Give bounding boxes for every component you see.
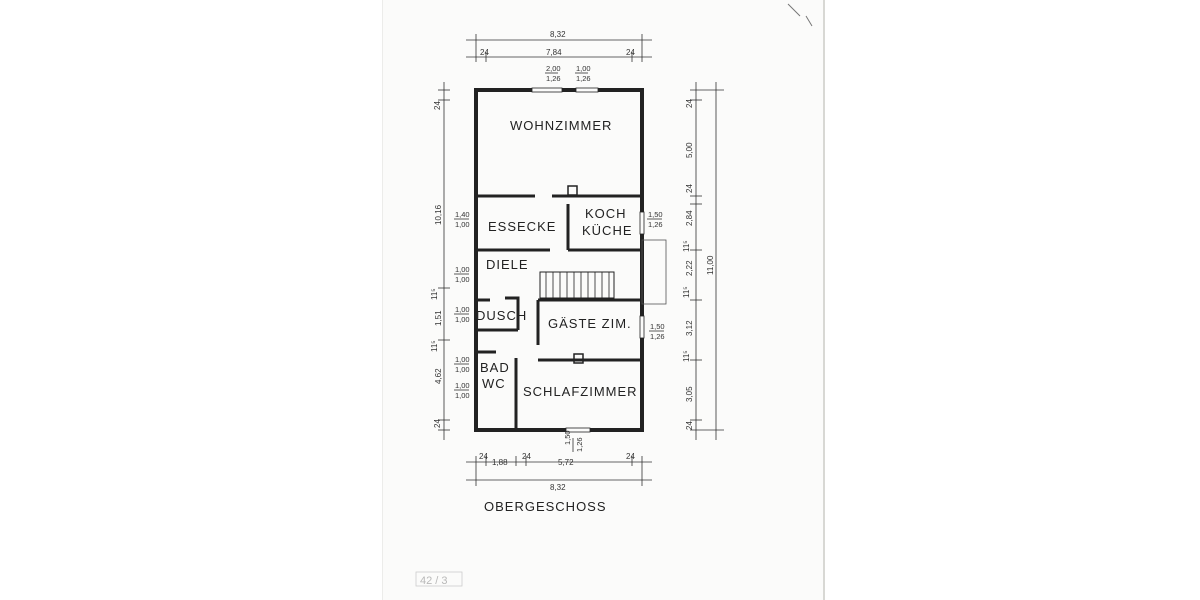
dim-top-total: 8,32 bbox=[550, 30, 566, 39]
dimension-top: 8,32 24 7,84 24 2,00 1,26 1,00 1,26 bbox=[466, 30, 652, 83]
pencil-note: 42 / 3 bbox=[420, 575, 448, 587]
opening-left-1-den: 1,00 bbox=[455, 220, 470, 229]
staircase bbox=[539, 271, 615, 299]
dimension-bottom: 24 1,88 24 5,72 24 8,32 1,50 1,26 bbox=[466, 430, 652, 492]
room-label-wohnzimmer: WOHNZIMMER bbox=[510, 118, 612, 133]
dim-top-win2-num: 1,00 bbox=[576, 64, 591, 73]
room-label-diele: DIELE bbox=[486, 257, 529, 272]
opening-left-5-num: 1,00 bbox=[455, 381, 470, 390]
opening-right-2-num: 1,50 bbox=[650, 322, 665, 331]
dim-bottom-d4: 5,72 bbox=[558, 458, 574, 467]
room-label-kueche: KÜCHE bbox=[582, 223, 633, 238]
window-kitchen bbox=[639, 211, 645, 235]
dim-right-d6: 2,22 bbox=[685, 260, 694, 276]
dim-right-d5: 11⁵ bbox=[682, 240, 691, 252]
dimension-left: 24 10,16 11⁵ 1,51 11⁵ 4,62 24 bbox=[430, 82, 450, 440]
dim-left-s2: 1,51 bbox=[434, 310, 443, 326]
room-label-essecke: ESSECKE bbox=[488, 219, 556, 234]
opening-left-1-num: 1,40 bbox=[455, 210, 470, 219]
dim-top-right: 24 bbox=[626, 48, 635, 57]
opening-left-3-den: 1,00 bbox=[455, 315, 470, 324]
dim-left-bottom: 24 bbox=[433, 419, 442, 428]
opening-left-3-num: 1,00 bbox=[455, 305, 470, 314]
room-label-dusch: DUSCH bbox=[476, 308, 527, 323]
dim-top-win1-num: 2,00 bbox=[546, 64, 561, 73]
chimney-upper bbox=[567, 185, 578, 196]
dim-top-win2-den: 1,26 bbox=[576, 74, 591, 83]
dim-right-d8: 3,12 bbox=[685, 320, 694, 336]
dim-bottom-d1: 24 bbox=[479, 452, 488, 461]
dim-right-d7: 11⁵ bbox=[682, 286, 691, 298]
window-top-2 bbox=[575, 87, 599, 93]
window-top-1 bbox=[531, 87, 563, 93]
wall-dusch-right bbox=[505, 296, 520, 330]
dim-right-d1: 24 bbox=[685, 99, 694, 108]
dim-right-d3: 24 bbox=[685, 184, 694, 193]
dim-right-d10: 3,05 bbox=[685, 386, 694, 402]
dim-bottom-d5: 24 bbox=[626, 452, 635, 461]
chimney-lower bbox=[573, 353, 584, 364]
dim-bottom-d3: 24 bbox=[522, 452, 531, 461]
room-label-wc: WC bbox=[482, 376, 506, 391]
dim-bottom-win-den: 1,26 bbox=[575, 437, 584, 452]
opening-left-5-den: 1,00 bbox=[455, 391, 470, 400]
openings-left: 1,40 1,00 1,00 1,00 1,00 1,00 1,00 1,00 … bbox=[454, 210, 470, 400]
dim-left-s1: 11⁵ bbox=[430, 288, 439, 300]
dim-left-lower: 4,62 bbox=[434, 368, 443, 384]
opening-right-1-num: 1,50 bbox=[648, 210, 663, 219]
room-label-gaeste: GÄSTE ZIM. bbox=[548, 316, 632, 331]
dim-right-d2: 5,00 bbox=[685, 142, 694, 158]
opening-left-4-den: 1,00 bbox=[455, 365, 470, 374]
dim-bottom-d2: 1,88 bbox=[492, 458, 508, 467]
dimension-right: 11,00 24 5,00 24 2,84 11⁵ 2,22 11⁵ 3,12 … bbox=[682, 82, 724, 440]
dim-left-upper: 10,16 bbox=[434, 204, 443, 225]
opening-left-4-num: 1,00 bbox=[455, 355, 470, 364]
opening-left-2-den: 1,00 bbox=[455, 275, 470, 284]
dim-right-d9: 11⁵ bbox=[682, 350, 691, 362]
pencil-note-box bbox=[415, 571, 463, 587]
plan-title: OBERGESCHOSS bbox=[484, 499, 607, 514]
dim-left-top: 24 bbox=[433, 101, 442, 110]
room-label-koch: KOCH bbox=[585, 206, 627, 221]
dim-bottom-win-num: 1,50 bbox=[563, 430, 572, 445]
dim-right-d11: 24 bbox=[685, 421, 694, 430]
dim-top-win1-den: 1,26 bbox=[546, 74, 561, 83]
opening-right-1-den: 1,26 bbox=[648, 220, 663, 229]
openings-right: 1,50 1,26 1,50 1,26 bbox=[647, 210, 665, 341]
balcony-outline bbox=[641, 239, 667, 305]
room-label-bad: BAD bbox=[480, 360, 510, 375]
window-gaeste bbox=[639, 315, 645, 339]
opening-right-2-den: 1,26 bbox=[650, 332, 665, 341]
room-label-schlafzimmer: SCHLAFZIMMER bbox=[523, 384, 638, 399]
corner-mark bbox=[787, 3, 813, 27]
dim-top-left: 24 bbox=[480, 48, 489, 57]
dim-right-d4: 2,84 bbox=[685, 210, 694, 226]
dim-left-s3: 11⁵ bbox=[430, 340, 439, 352]
dim-right-total: 11,00 bbox=[706, 255, 715, 275]
dim-bottom-total: 8,32 bbox=[550, 483, 566, 492]
opening-left-2-num: 1,00 bbox=[455, 265, 470, 274]
dim-top-middle: 7,84 bbox=[546, 48, 562, 57]
window-bottom bbox=[565, 427, 591, 433]
